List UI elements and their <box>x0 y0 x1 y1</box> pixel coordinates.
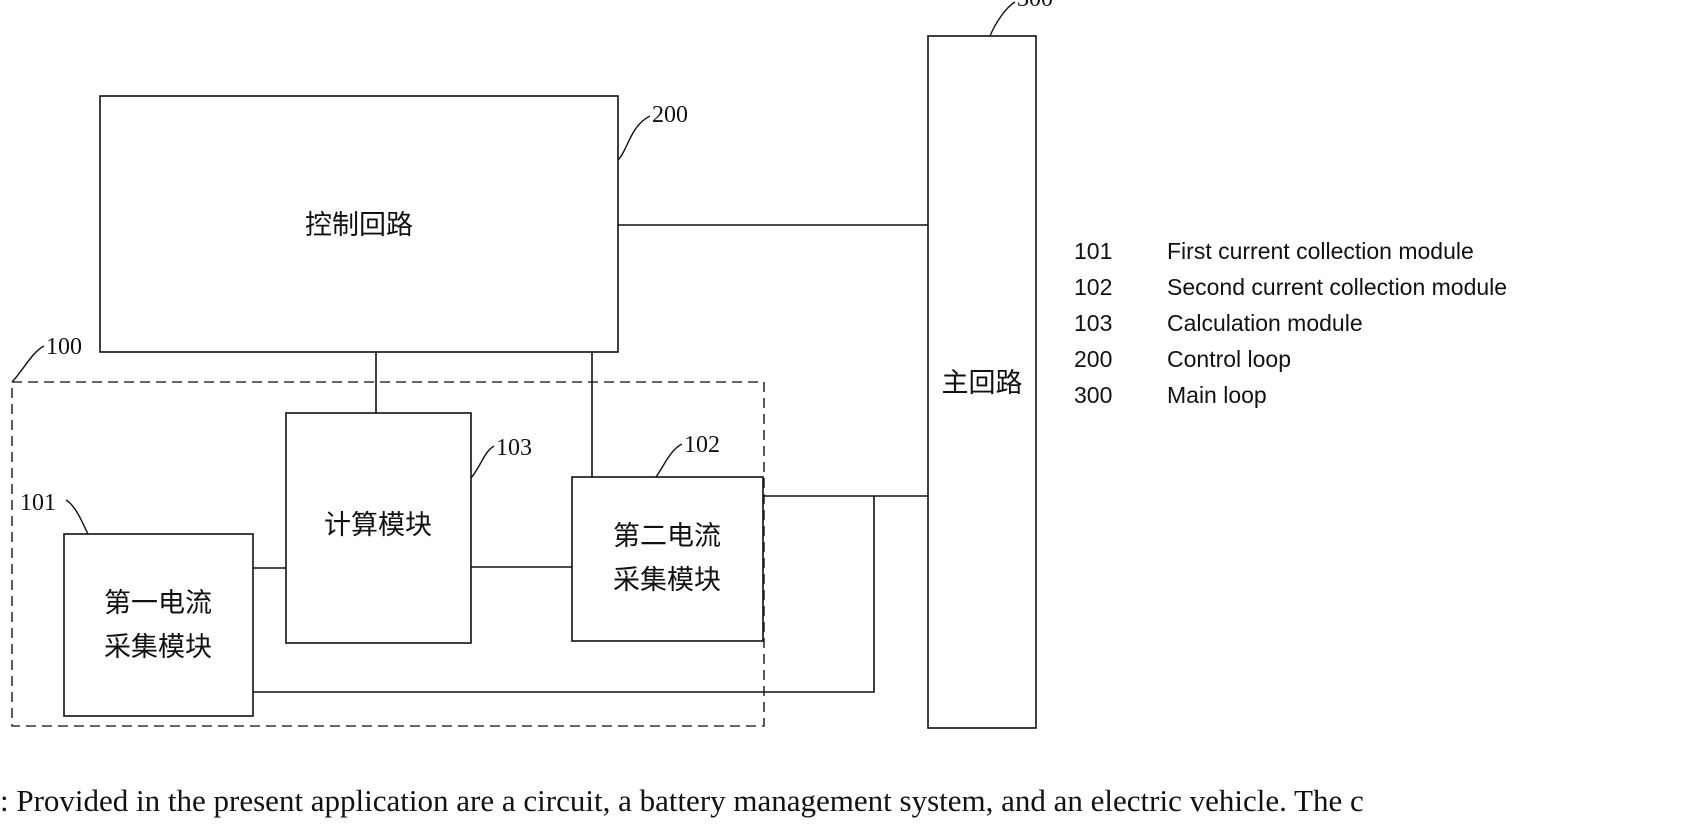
second-current-module-line2: 采集模块 <box>613 565 721 596</box>
main-loop-label: 主回路 <box>942 368 1023 399</box>
ref-300-label: 300 <box>1017 0 1053 12</box>
ref-101-label: 101 <box>20 490 56 516</box>
ref-200-label: 200 <box>652 102 688 128</box>
first-current-module-block: 第一电流 采集模块 <box>64 534 253 716</box>
ref-102-label: 102 <box>684 432 720 458</box>
ref-103-leader <box>471 446 494 478</box>
calculation-module-block: 计算模块 <box>286 413 471 643</box>
circuit-group-outline <box>12 382 764 726</box>
ref-103-label: 103 <box>496 435 532 461</box>
legend-num: 101 <box>1074 238 1112 264</box>
legend-desc: Calculation module <box>1167 310 1363 336</box>
first-current-module-line2: 采集模块 <box>104 632 212 663</box>
second-current-module-block: 第二电流 采集模块 <box>572 477 763 641</box>
abstract-text: : Provided in the present application ar… <box>0 768 1704 833</box>
ref-200-leader <box>618 116 650 160</box>
legend-desc: Main loop <box>1167 382 1267 408</box>
ref-101-leader <box>66 500 88 534</box>
legend-num: 102 <box>1074 274 1112 300</box>
connection-wires <box>253 225 928 692</box>
first-current-module-line1: 第一电流 <box>104 588 212 619</box>
legend-desc: Second current collection module <box>1167 274 1507 300</box>
ref-100-leader <box>12 346 44 382</box>
control-loop-block: 控制回路 <box>100 96 618 352</box>
legend-num: 200 <box>1074 346 1112 372</box>
circuit-block-diagram: 控制回路 200 主回路 300 100 计算模块 103 第二电流 采集模块 … <box>0 0 1704 768</box>
calculation-module-label: 计算模块 <box>324 510 432 541</box>
legend-num: 300 <box>1074 382 1112 408</box>
legend: 101 First current collection module 102 … <box>1074 238 1507 408</box>
ref-300-leader <box>990 2 1015 36</box>
legend-num: 103 <box>1074 310 1112 336</box>
main-loop-block: 主回路 <box>928 36 1036 728</box>
legend-desc: Control loop <box>1167 346 1291 372</box>
ref-102-leader <box>656 444 682 477</box>
control-loop-label: 控制回路 <box>305 210 413 241</box>
second-current-module-line1: 第二电流 <box>613 521 721 552</box>
legend-desc: First current collection module <box>1167 238 1474 264</box>
ref-100-label: 100 <box>46 334 82 360</box>
